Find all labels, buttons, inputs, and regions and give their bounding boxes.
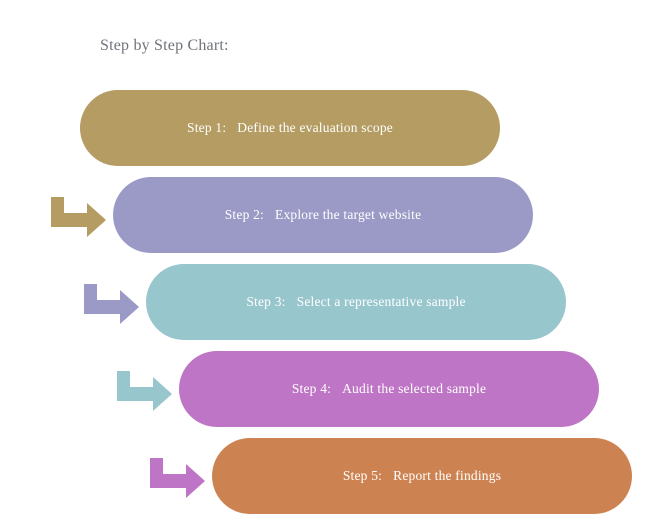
step-label: Step 4: <box>291 381 332 396</box>
step-label: Step 5: <box>342 468 383 483</box>
step-label: Step 1: <box>187 120 227 135</box>
step-text: Audit the selected sample <box>342 381 487 396</box>
step-label: Step 2: <box>224 207 264 222</box>
step-pill-5: Step 5: Report the findings <box>212 438 632 514</box>
step-pill-4: Step 4: Audit the selected sample <box>179 351 599 427</box>
elbow-arrow-icon <box>150 458 206 502</box>
step-text: Define the evaluation scope <box>237 120 393 135</box>
elbow-arrow-icon <box>84 284 140 328</box>
chart-title: Step by Step Chart: <box>100 37 229 54</box>
step-pill-1: Step 1: Define the evaluation scope <box>80 90 500 166</box>
step-text: Select a representative sample <box>296 294 466 309</box>
step-label: Step 3: <box>246 294 286 309</box>
step-pill-3: Step 3: Select a representative sample <box>146 264 566 340</box>
elbow-arrow-icon <box>117 371 173 415</box>
step-pill-2: Step 2: Explore the target website <box>113 177 533 253</box>
elbow-arrow-icon <box>51 197 107 241</box>
step-text: Report the findings <box>393 468 502 483</box>
step-text: Explore the target website <box>275 207 422 222</box>
